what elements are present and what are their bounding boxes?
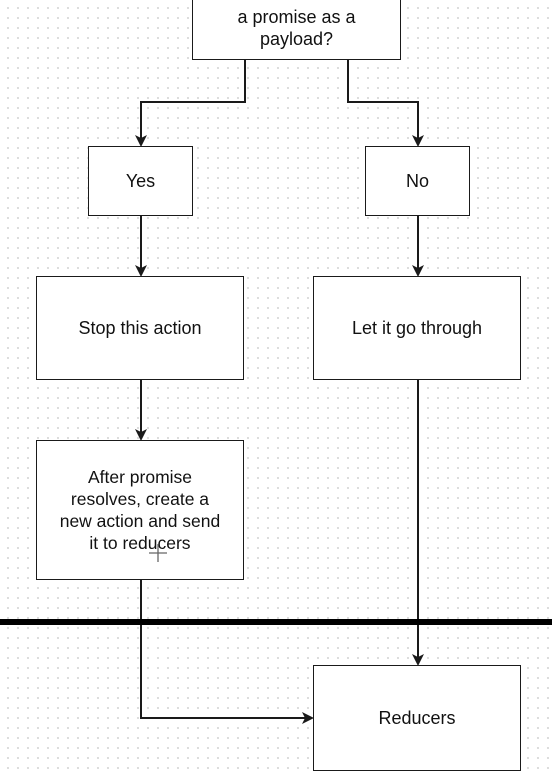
node-after-promise-line-2: resolves, create a (70, 489, 210, 509)
node-after-promise-line-4: it to reducers (89, 533, 191, 553)
edge-after-promise-to-reducers (140, 580, 314, 724)
node-no-label: No (405, 171, 429, 191)
node-let-through-label: Let it go through (351, 318, 483, 338)
node-yes[interactable]: Yes (88, 146, 193, 216)
node-no[interactable]: No (365, 146, 470, 216)
node-after-promise-line-1: After promise (87, 467, 193, 487)
node-yes-label: Yes (125, 171, 156, 191)
edge-question-to-yes (135, 60, 246, 147)
node-question-line-2: payload? (259, 29, 334, 49)
divider-line (0, 619, 552, 625)
edge-question-to-no (347, 60, 424, 147)
node-reducers-label: Reducers (378, 708, 456, 728)
node-after-promise-line-3: new action and send (59, 511, 221, 531)
node-let-through[interactable]: Let it go through (313, 276, 521, 380)
node-question[interactable]: a promise as a payload? (192, 0, 401, 60)
node-question-line-1: a promise as a (237, 7, 356, 27)
node-reducers[interactable]: Reducers (313, 665, 521, 771)
text-cursor-icon (149, 544, 167, 562)
node-stop-action[interactable]: Stop this action (36, 276, 244, 380)
node-stop-action-label: Stop this action (78, 318, 202, 338)
node-after-promise[interactable]: After promise resolves, create a new act… (36, 440, 244, 580)
